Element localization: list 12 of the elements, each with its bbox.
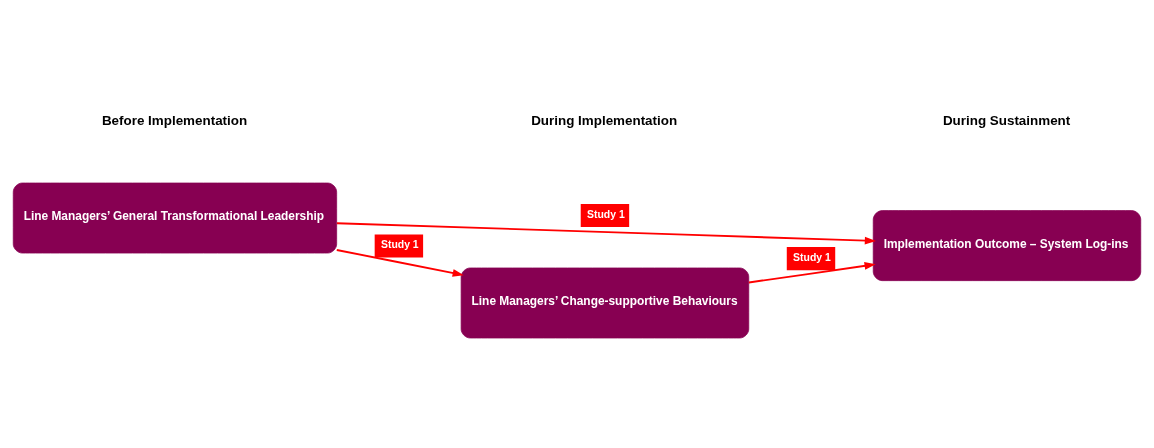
label: During Implementation (531, 113, 678, 129)
node-box: Line Managers’ Change-supportive Behaviours (460, 267, 750, 339)
label: Before Implementation (101, 113, 248, 129)
node-box: Line Managers’ General Transformational Leadership (12, 182, 338, 254)
edge-label: Study 1 (381, 239, 419, 251)
arrow (747, 262, 876, 284)
label: During Sustainment (942, 113, 1071, 129)
arrow (335, 249, 464, 277)
node-box: Implementation Outcome – System Log-ins (872, 210, 1142, 281)
edge-label: Study 1 (793, 252, 831, 264)
arrow (336, 222, 876, 245)
edge-label: Study 1 (587, 208, 625, 220)
